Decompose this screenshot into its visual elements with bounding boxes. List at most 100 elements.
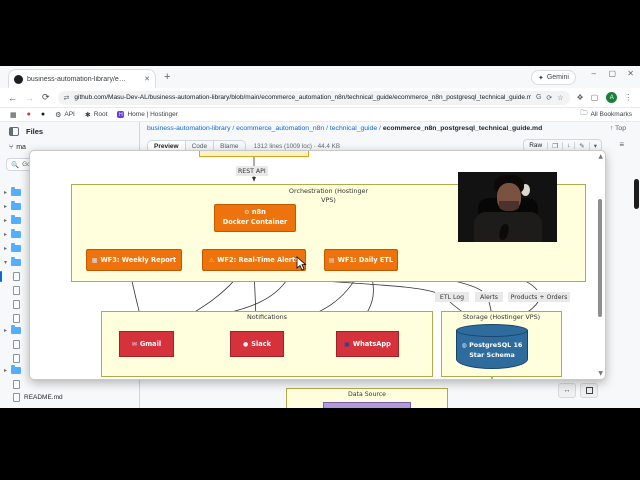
back-icon[interactable]: ←: [8, 92, 17, 103]
tree-row[interactable]: [0, 338, 140, 351]
panel-scroll-up-icon[interactable]: ▲: [598, 153, 603, 160]
database-icon: ◍: [461, 342, 467, 349]
file-meta: 1312 lines (1009 loc) · 44.4 KB: [253, 143, 341, 150]
chrome-menu-icon[interactable]: ⋮: [624, 93, 633, 102]
background-highlight: [521, 184, 530, 196]
edit-icon[interactable]: ✎: [575, 141, 590, 150]
close-window-button[interactable]: ✕: [627, 69, 634, 78]
apps-grid-icon[interactable]: ▦: [10, 111, 17, 119]
tree-row[interactable]: ▸: [0, 200, 140, 213]
branch-icon: ⑂: [9, 144, 14, 151]
file-icon: [13, 380, 20, 389]
reload-icon[interactable]: ⟳: [42, 92, 50, 102]
chevron-right-icon[interactable]: ▸: [4, 368, 8, 374]
all-bookmarks-button[interactable]: 🗀All Bookmarks: [580, 110, 632, 118]
tree-row[interactable]: [0, 352, 140, 365]
bookmark-star-icon[interactable]: ☆: [557, 94, 564, 102]
extensions-icon[interactable]: ❖: [576, 93, 584, 102]
diagram-copy-button[interactable]: [580, 383, 598, 398]
new-tab-button[interactable]: +: [164, 71, 171, 83]
reader-icon[interactable]: ⟳: [546, 94, 553, 102]
tree-row[interactable]: ▸: [0, 214, 140, 227]
chevron-right-icon[interactable]: ▸: [4, 246, 8, 252]
tree-row[interactable]: ▸: [0, 228, 140, 241]
tab-close-icon[interactable]: ✕: [144, 76, 150, 83]
chevron-right-icon[interactable]: ▸: [4, 190, 8, 196]
chevron-down-icon[interactable]: ▾: [4, 260, 8, 266]
gmail-node[interactable]: ✉Gmail: [119, 331, 174, 357]
top-link[interactable]: ↑ Top: [609, 125, 626, 132]
panel-scrollbar-thumb[interactable]: [598, 199, 602, 317]
raw-button[interactable]: Raw: [524, 142, 549, 149]
folder-icon: [11, 243, 21, 252]
tab-preview[interactable]: Preview: [148, 141, 186, 152]
n8n-node[interactable]: ⚙ n8n Docker Container: [214, 204, 296, 232]
tree-row[interactable]: [0, 298, 140, 311]
gemini-button[interactable]: ✦ Gemini: [530, 70, 576, 85]
whatsapp-node[interactable]: ▣WhatsApp: [336, 331, 399, 357]
data-source-subgraph: Data Source: [286, 388, 448, 408]
tab-code[interactable]: Code: [185, 141, 215, 152]
bookmark-red-icon[interactable]: ●: [26, 111, 31, 118]
profile-avatar[interactable]: A: [606, 92, 618, 103]
wf1-node[interactable]: ▤WF1: Daily ETL: [324, 249, 398, 271]
chevron-right-icon[interactable]: ▸: [4, 218, 8, 224]
chevron-right-icon[interactable]: ▸: [4, 232, 8, 238]
outline-icon[interactable]: ≡: [619, 140, 624, 149]
folder-icon: [11, 215, 21, 224]
slack-node[interactable]: ●Slack: [230, 331, 284, 357]
tree-row[interactable]: [0, 270, 140, 283]
main-pane: business-automation-library / ecommerce_…: [141, 122, 640, 408]
branch-selector[interactable]: ⑂ma: [9, 144, 26, 151]
edit-caret-icon[interactable]: ▾: [593, 142, 597, 150]
url-input[interactable]: ⇄ github.com/Masu-Dev-AL/business-automa…: [57, 90, 570, 105]
folder-icon: [11, 365, 21, 374]
tab-strip: business-automation-library/e… ✕ + ✦ Gem…: [0, 66, 640, 88]
chevron-right-icon[interactable]: ▸: [4, 328, 8, 334]
bookmark-github-icon[interactable]: ●: [40, 111, 46, 118]
wf2-node[interactable]: ⚠WF2: Real-Time Alerts: [202, 249, 306, 271]
folder-icon: [11, 229, 21, 238]
tree-row[interactable]: ▸: [0, 242, 140, 255]
tab-blame[interactable]: Blame: [214, 141, 245, 152]
breadcrumb-repo[interactable]: business-automation-library: [147, 125, 231, 132]
panel-scroll-down-icon[interactable]: ▼: [598, 370, 603, 377]
mouse-cursor: [296, 256, 307, 271]
maximize-button[interactable]: ▢: [608, 69, 616, 78]
file-header: Preview Code Blame 1312 lines (1009 loc)…: [147, 138, 630, 155]
bookmark-api[interactable]: ⚙API: [55, 111, 75, 119]
forward-icon[interactable]: →: [25, 92, 34, 103]
page-scrollbar-thumb[interactable]: [634, 179, 639, 209]
tree-row[interactable]: ▸: [0, 364, 140, 377]
file-icon: [13, 300, 20, 309]
translate-icon[interactable]: G: [535, 94, 542, 101]
tree-row[interactable]: [0, 312, 140, 325]
side-panel-icon[interactable]: ▢: [590, 93, 599, 102]
diagram-expand-button[interactable]: ↔: [558, 383, 576, 398]
tree-row[interactable]: [0, 284, 140, 297]
browser-tab[interactable]: business-automation-library/e… ✕: [8, 69, 156, 88]
breadcrumb-dir2[interactable]: technical_guide: [329, 125, 378, 132]
tree-row[interactable]: [0, 378, 140, 391]
webcam-overlay: [458, 172, 557, 242]
github-favicon: [14, 74, 23, 84]
site-info-icon[interactable]: ⇄: [63, 94, 70, 102]
minimize-button[interactable]: –: [591, 69, 596, 78]
tree-row[interactable]: ▸: [0, 324, 140, 337]
breadcrumb-dir1[interactable]: ecommerce_automation_n8n: [236, 125, 325, 132]
sidebar-toggle-icon[interactable]: [9, 127, 19, 136]
gear-icon: ⚙: [244, 209, 250, 217]
bookmark-root[interactable]: ✱Root: [84, 111, 108, 119]
tree-row[interactable]: ▸: [0, 186, 140, 199]
wf3-node[interactable]: ▦WF3: Weekly Report: [86, 249, 182, 271]
search-icon: 🔍: [11, 161, 20, 169]
chevron-right-icon[interactable]: ▸: [4, 204, 8, 210]
tree-row-readme[interactable]: README.md: [0, 391, 140, 404]
data-source-node: [323, 402, 411, 408]
download-icon[interactable]: ↓: [563, 142, 576, 149]
tree-row[interactable]: ▾: [0, 256, 140, 269]
copy-raw-icon[interactable]: ❐: [548, 141, 564, 150]
